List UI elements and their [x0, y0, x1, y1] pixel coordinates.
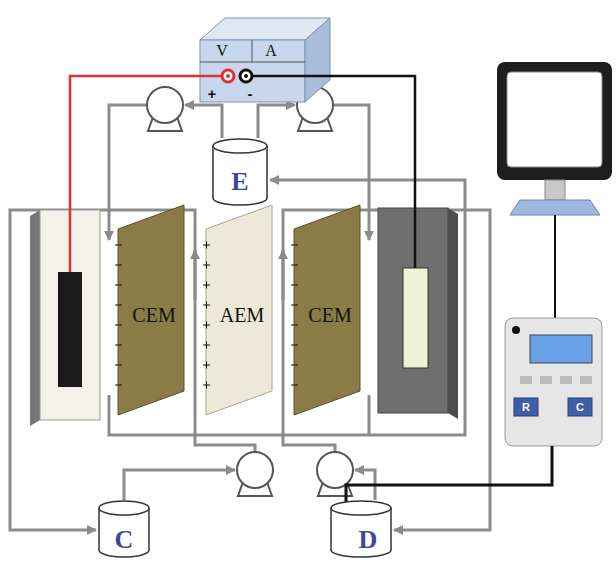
negative-terminal — [244, 74, 248, 78]
tube — [124, 470, 235, 500]
node-label: R — [522, 402, 530, 413]
tank: C — [98, 500, 150, 558]
meter-key — [580, 376, 592, 384]
node-label: - — [248, 86, 253, 101]
cathode — [403, 268, 428, 368]
monitor-neck — [545, 180, 565, 200]
charge-mark — [206, 302, 207, 309]
node-label: V — [216, 43, 228, 59]
electrode-side — [30, 210, 40, 426]
tank: E — [212, 138, 268, 206]
charge-mark — [291, 285, 298, 286]
tube — [258, 105, 295, 138]
flow-arrow — [194, 250, 197, 300]
tank: D — [330, 500, 392, 558]
charge-mark — [115, 385, 122, 386]
meter-button: C — [568, 398, 592, 416]
meter-button: R — [514, 398, 538, 416]
power-supply-front — [200, 40, 305, 102]
meter-key — [520, 376, 532, 384]
membrane-sheet — [294, 205, 360, 415]
charge-mark — [291, 265, 298, 266]
monitor-base — [510, 200, 600, 215]
node-label: AEM — [220, 305, 264, 325]
node-label: CEM — [308, 305, 351, 325]
tube — [368, 395, 371, 435]
tank-body — [213, 146, 267, 198]
membrane: CEM — [294, 205, 360, 415]
charge-mark — [291, 345, 298, 346]
node-label: CEM — [132, 305, 175, 325]
charge-mark — [291, 325, 298, 326]
power-supply-side — [305, 18, 330, 102]
meter-key — [560, 376, 572, 384]
membrane: CEM — [118, 205, 184, 415]
tank-wall — [266, 146, 268, 198]
pump-head — [317, 452, 353, 488]
monitor-bezel — [497, 62, 612, 180]
charge-mark — [115, 245, 122, 246]
charge-mark — [291, 365, 298, 366]
charge-mark — [291, 385, 298, 386]
charge-mark — [206, 362, 207, 369]
node-label: E — [231, 169, 248, 195]
charge-mark — [115, 285, 122, 286]
panel-divider — [252, 40, 253, 62]
charge-mark — [206, 282, 207, 289]
flow-arrow — [282, 250, 285, 300]
charge-mark — [291, 245, 298, 246]
charge-mark — [291, 305, 298, 306]
charge-mark — [115, 345, 122, 346]
charge-mark — [115, 365, 122, 366]
membrane-sheet — [206, 205, 272, 415]
charge-mark — [115, 325, 122, 326]
node-label: A — [265, 43, 277, 59]
pump-head — [147, 87, 183, 123]
button-face — [514, 398, 538, 416]
membrane: AEM — [206, 205, 272, 415]
charge-mark — [115, 265, 122, 266]
charge-mark — [206, 342, 207, 349]
node-label: D — [359, 527, 378, 553]
tank-wall — [212, 146, 214, 198]
node-label: + — [208, 86, 217, 101]
negative-terminal — [240, 70, 252, 82]
data-cable — [554, 215, 556, 318]
tank-rim — [99, 501, 149, 515]
tube — [109, 180, 465, 435]
anode — [58, 272, 82, 387]
tube — [109, 105, 147, 240]
tubing — [10, 105, 490, 530]
meter-body — [505, 318, 602, 446]
charge-mark — [206, 242, 207, 249]
tube — [185, 105, 222, 138]
positive-terminal — [222, 70, 234, 82]
node-label: C — [115, 527, 134, 553]
button-face — [568, 398, 592, 416]
electrode-side — [448, 208, 458, 419]
tank-wall — [330, 508, 332, 550]
positive-terminal — [226, 74, 230, 78]
charge-mark — [206, 262, 207, 269]
meter-port — [512, 326, 520, 334]
tank-rim — [213, 139, 267, 153]
meter-display — [530, 335, 592, 363]
tank-wall — [390, 508, 392, 550]
power-supply: V A + - — [200, 40, 305, 102]
membrane-sheet — [118, 205, 184, 415]
charge-mark — [206, 322, 207, 329]
pump-head — [237, 452, 273, 488]
monitor-screen — [507, 72, 602, 167]
charge-mark — [115, 305, 122, 306]
tank-rim — [331, 501, 391, 515]
tank-wall — [148, 508, 150, 550]
electrode-plate — [378, 208, 448, 413]
charge-mark — [206, 382, 207, 389]
tank-wall — [98, 508, 100, 550]
meter-key — [540, 376, 552, 384]
node-label: C — [576, 402, 584, 413]
